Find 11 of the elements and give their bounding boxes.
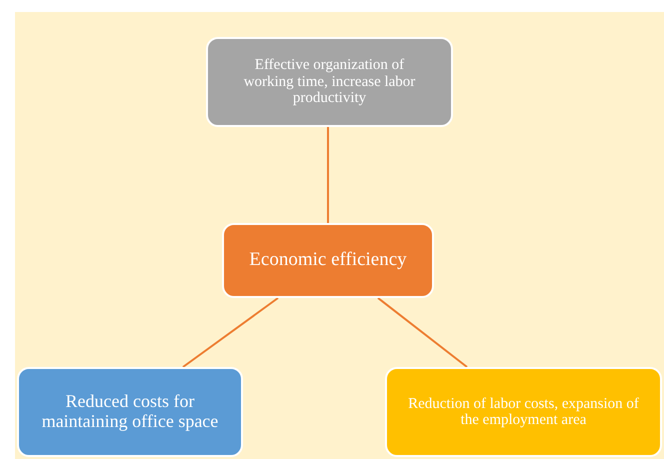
process-box [17, 367, 243, 457]
process-box [206, 37, 453, 127]
node-text: Reduction of labor costs, expansion of the employment area [407, 396, 640, 428]
node-text: Economic efficiency [249, 250, 407, 271]
connector-line [182, 297, 279, 368]
connector-line [377, 297, 468, 368]
node-text: Reduced costs for maintaining office space [40, 392, 220, 432]
process-box [222, 223, 434, 298]
process-box [385, 367, 662, 457]
node-text: Effective organization of working time, increase labor productivity [242, 57, 416, 107]
connector-line [327, 127, 329, 223]
